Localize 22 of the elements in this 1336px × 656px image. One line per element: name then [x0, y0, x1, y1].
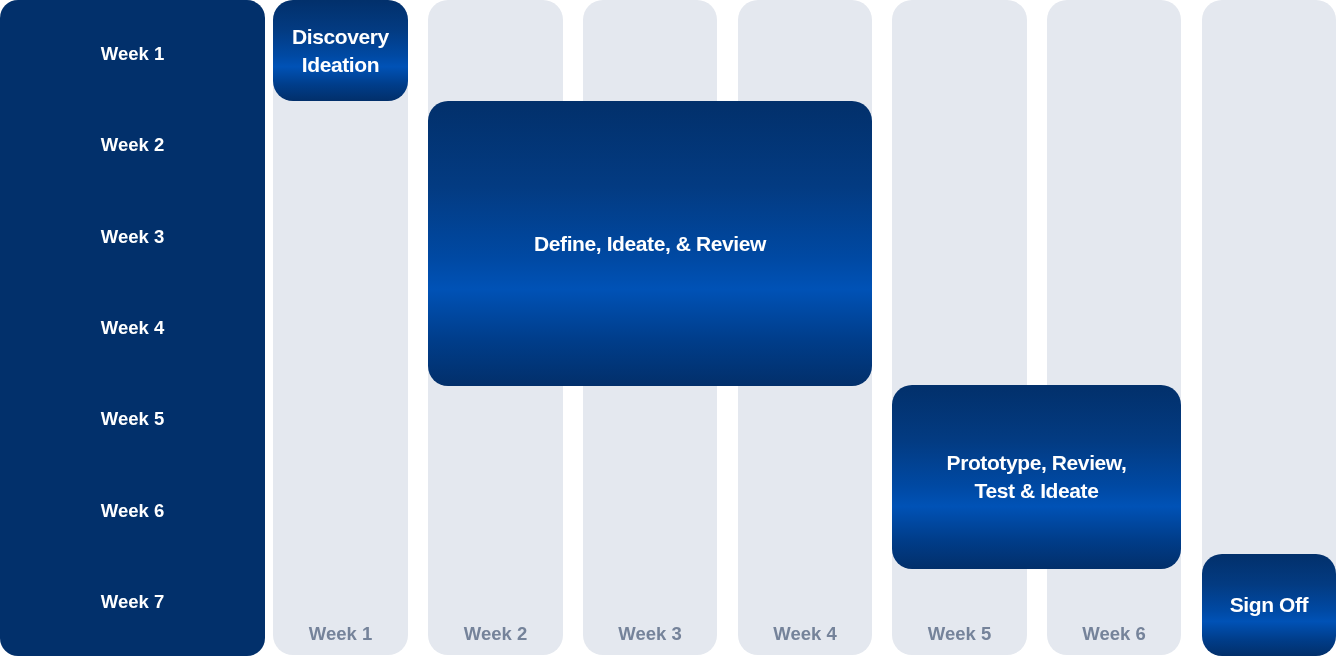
week-label: Week 6 — [100, 499, 165, 522]
week-label: Week 7 — [100, 591, 165, 613]
week-label: Week 3 — [100, 225, 165, 248]
week-label: Week 2 — [100, 134, 165, 157]
phase-box — [1202, 554, 1336, 656]
week-label: Week 1 — [308, 623, 373, 645]
week-sidebar — [0, 0, 265, 656]
phase-label: Sign Off — [1229, 592, 1309, 618]
phase-label: Define, Ideate, & Review — [533, 230, 767, 257]
week-label: Week 2 — [463, 623, 528, 645]
week-label: Week 4 — [773, 623, 837, 645]
week-label: Week 3 — [618, 623, 682, 645]
phase-box — [892, 385, 1181, 569]
phase-box — [273, 0, 408, 101]
phase-box — [428, 101, 872, 386]
phase-label: Discovery Ideation — [291, 23, 390, 78]
week-label: Week 4 — [100, 317, 165, 339]
phase-label: Prototype, Review, Test & Ideate — [946, 450, 1127, 504]
week-label: Week 5 — [927, 623, 992, 645]
week-label: Week 6 — [1082, 623, 1146, 645]
week-label: Week 1 — [100, 43, 165, 65]
week-label: Week 5 — [100, 408, 165, 431]
